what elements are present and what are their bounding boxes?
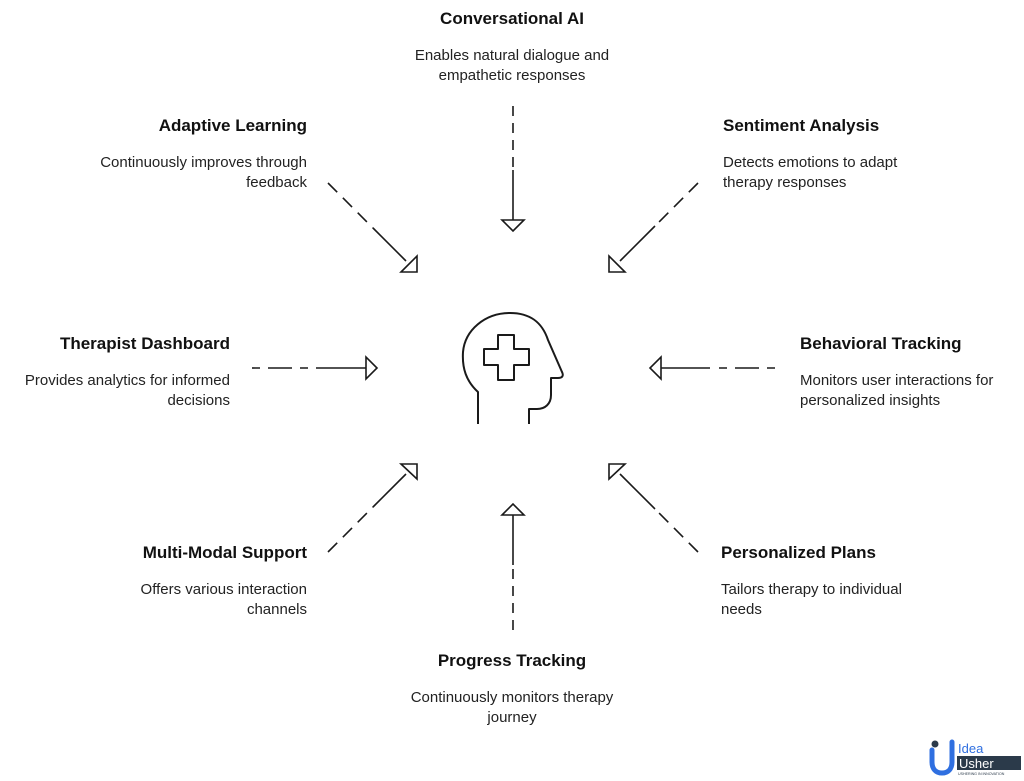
- logo-tagline: USHERING IN INNOVATION: [958, 772, 1005, 776]
- arrow-behavioral-tracking: [648, 355, 775, 381]
- feature-progress-tracking: Progress Tracking Continuously monitors …: [392, 650, 632, 728]
- logo-u-mark: [929, 739, 955, 776]
- feature-description: Detects emotions to adapt therapy respon…: [723, 154, 898, 191]
- feature-title: Multi-Modal Support: [142, 543, 307, 562]
- arrow-personalized-plans: [608, 463, 699, 553]
- feature-description: Offers various interaction channels: [140, 581, 307, 618]
- feature-title: Personalized Plans: [721, 543, 876, 562]
- feature-title: Behavioral Tracking: [800, 334, 962, 353]
- feature-conversational-ai: Conversational AI Enables natural dialog…: [392, 8, 632, 86]
- feature-title: Conversational AI: [440, 9, 584, 28]
- feature-multi-modal-support: Multi-Modal Support Offers various inter…: [67, 542, 307, 620]
- feature-adaptive-learning: Adaptive Learning Continuously improves …: [67, 115, 307, 193]
- feature-description: Continuously improves through feedback: [100, 154, 307, 191]
- idea-usher-logo: Idea Usher USHERING IN INNOVATION: [928, 738, 1022, 776]
- feature-description: Provides analytics for informed decision…: [24, 372, 230, 409]
- feature-personalized-plans: Personalized Plans Tailors therapy to in…: [721, 542, 941, 620]
- logo-dot: [931, 740, 939, 748]
- feature-sentiment-analysis: Sentiment Analysis Detects emotions to a…: [723, 115, 943, 193]
- logo-text-usher: Usher: [959, 756, 994, 771]
- feature-title: Therapist Dashboard: [59, 334, 230, 353]
- feature-title: Adaptive Learning: [158, 116, 307, 135]
- feature-behavioral-tracking: Behavioral Tracking Monitors user intera…: [800, 333, 1024, 411]
- feature-title: Progress Tracking: [437, 651, 587, 670]
- arrow-progress-tracking: [500, 502, 526, 630]
- feature-description: Enables natural dialogue and empathetic …: [414, 47, 610, 84]
- feature-title: Sentiment Analysis: [723, 116, 880, 135]
- arrow-sentiment-analysis: [608, 182, 699, 273]
- arrow-therapist-dashboard: [252, 355, 379, 381]
- feature-description: Continuously monitors therapy journey: [410, 689, 614, 726]
- arrow-multi-modal-support: [327, 463, 418, 553]
- head-with-medical-cross-icon: [461, 312, 564, 424]
- feature-therapist-dashboard: Therapist Dashboard Provides analytics f…: [0, 333, 230, 411]
- arrow-conversational-ai: [500, 106, 526, 233]
- arrow-adaptive-learning: [327, 182, 418, 273]
- feature-description: Monitors user interactions for personali…: [800, 372, 994, 409]
- feature-description: Tailors therapy to individual needs: [721, 581, 902, 618]
- logo-text-idea: Idea: [958, 741, 984, 756]
